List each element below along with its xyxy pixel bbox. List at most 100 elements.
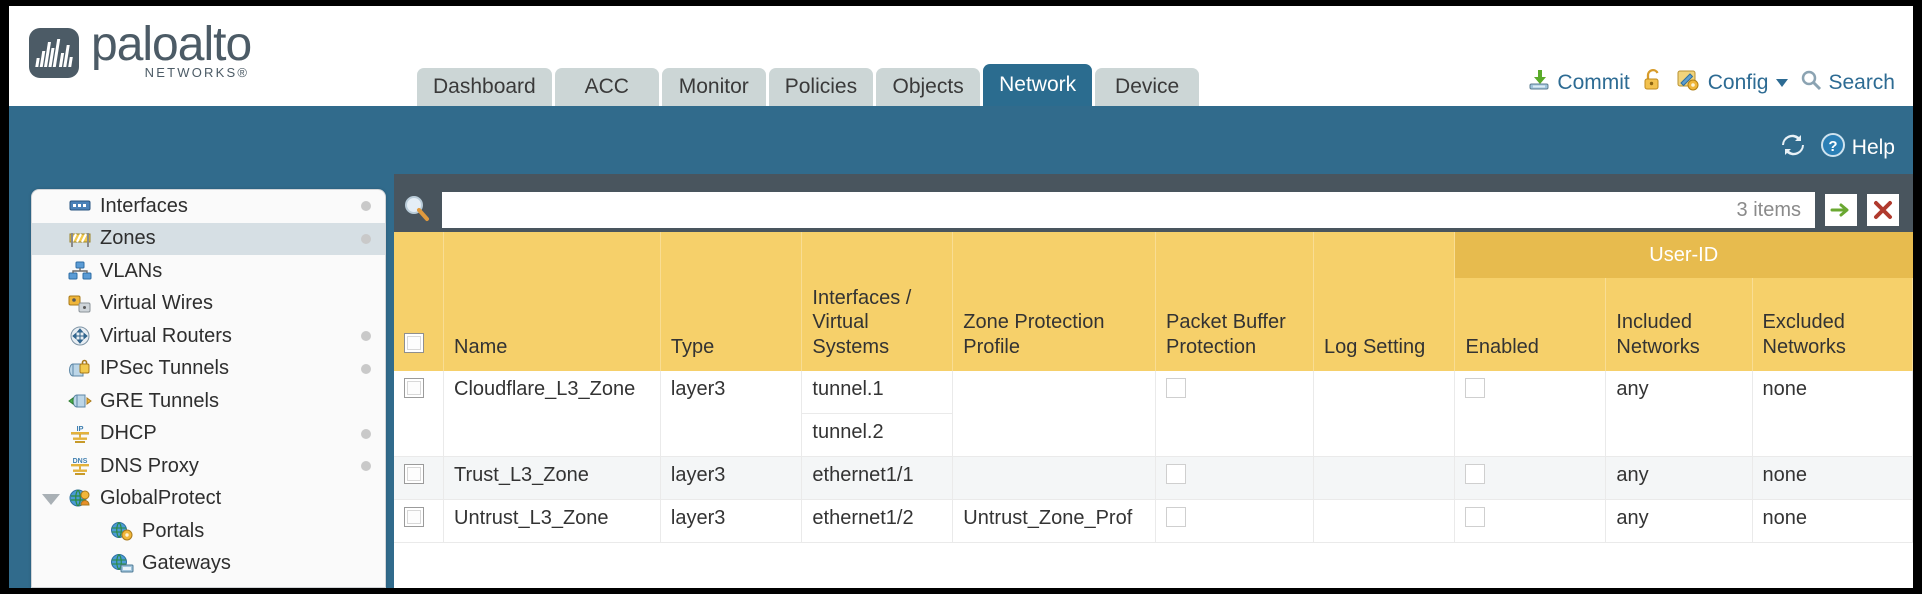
row-checkbox[interactable] [404,507,424,528]
sidebar-item-dhcp[interactable]: IP DHCP [32,418,385,451]
sidebar-item-portals[interactable]: Portals [32,515,385,548]
cell-name[interactable]: Cloudflare_L3_Zone [443,371,661,458]
cell-type: layer3 [660,371,803,458]
sidebar-item-virtual-routers[interactable]: Virtual Routers [32,320,385,353]
commit-button[interactable]: Commit [1527,68,1630,98]
sidebar-item-label: DNS Proxy [100,454,199,477]
group-spacer [801,232,954,278]
sidebar-item-dns-proxy[interactable]: DNS DNS Proxy [32,450,385,483]
network-sidebar[interactable]: Interfaces Zones VLANs Vir [31,189,386,588]
paloalto-logo-mark [29,28,79,78]
col-name[interactable]: Name [443,278,661,372]
sidebar-item-label: IPSec Tunnels [100,357,229,380]
globalprotect-icon [68,488,92,510]
col-type[interactable]: Type [660,278,803,372]
status-dot [361,201,371,212]
table-row[interactable]: Cloudflare_L3_Zone layer3 tunnel.1 any n… [394,371,1913,458]
group-spacer [394,232,444,278]
cell-userid-enabled[interactable] [1454,371,1607,458]
chevron-down-icon[interactable] [1776,79,1789,87]
row-checkbox[interactable] [404,464,424,485]
col-packet-buffer-protection[interactable]: Packet Buffer Protection [1155,278,1315,372]
svg-text:DNS: DNS [73,458,88,465]
svg-text:?: ? [1828,138,1837,155]
packet-buffer-checkbox[interactable] [1166,378,1187,399]
cell-interface: tunnel.1 [801,371,954,415]
col-excluded-networks[interactable]: Excluded Networks [1752,278,1913,372]
select-all-checkbox[interactable] [404,332,424,353]
tab-acc[interactable]: ACC [554,68,659,106]
row-select-cell[interactable] [394,456,444,501]
band-actions: ? Help [1780,132,1895,164]
cell-packet-buffer-protection[interactable] [1155,499,1315,544]
cell-excluded-networks: none [1752,499,1913,544]
sidebar-item-label: Virtual Routers [100,324,232,347]
brand-subtitle: NETWORKS® [144,65,250,80]
userid-enabled-checkbox[interactable] [1465,378,1486,399]
tab-dashboard[interactable]: Dashboard [417,68,552,106]
sidebar-item-ipsec-tunnels[interactable]: IPSec Tunnels [32,353,385,386]
col-log-setting[interactable]: Log Setting [1313,278,1456,372]
sidebar-item-globalprotect[interactable]: GlobalProtect [32,483,385,516]
help-button[interactable]: ? Help [1820,132,1895,164]
commit-icon [1527,68,1551,98]
tab-monitor[interactable]: Monitor [661,68,766,106]
packet-buffer-checkbox[interactable] [1166,464,1187,485]
sidebar-item-vlans[interactable]: VLANs [32,255,385,288]
sidebar-item-virtual-wires[interactable]: Virtual Wires [32,288,385,321]
sidebar-item-label: VLANs [100,259,163,282]
status-dot [361,428,371,439]
gre-tunnels-icon [68,390,92,412]
row-select-cell[interactable] [394,371,444,458]
sidebar-item-interfaces[interactable]: Interfaces [32,190,385,223]
select-all-header[interactable] [394,278,444,372]
cell-userid-enabled[interactable] [1454,499,1607,544]
tab-objects[interactable]: Objects [876,68,981,106]
app-frame: paloalto NETWORKS® Dashboard ACC Monitor… [9,6,1913,588]
table-header-row: Name Type Interfaces / Virtual Systems Z… [394,278,1913,372]
row-select-cell[interactable] [394,499,444,544]
tab-network[interactable]: Network [983,64,1093,106]
sidebar-item-label: Zones [100,227,156,250]
refresh-icon[interactable] [1780,133,1806,163]
expander-triangle-icon[interactable] [42,493,60,505]
sidebar-item-zones[interactable]: Zones [32,222,385,255]
row-checkbox[interactable] [404,378,424,399]
clear-filter-button[interactable] [1867,194,1899,226]
group-spacer [443,232,661,278]
tab-device[interactable]: Device [1095,68,1200,106]
col-included-networks[interactable]: Included Networks [1605,278,1753,372]
status-dot [361,331,371,342]
search-input[interactable] [442,192,1815,228]
cell-name[interactable]: Untrust_L3_Zone [443,499,661,544]
cell-packet-buffer-protection[interactable] [1155,371,1315,458]
cell-name[interactable]: Trust_L3_Zone [443,456,661,501]
col-userid-enabled[interactable]: Enabled [1454,278,1607,372]
userid-enabled-checkbox[interactable] [1465,464,1486,485]
sidebar-item-gre-tunnels[interactable]: GRE Tunnels [32,385,385,418]
tab-policies[interactable]: Policies [768,68,874,106]
sidebar-item-gateways[interactable]: Gateways [32,548,385,581]
lock-button[interactable] [1642,68,1664,98]
main-tabs[interactable]: Dashboard ACC Monitor Policies Objects N… [417,64,1202,106]
sidebar-item-label: DHCP [100,422,157,445]
zones-table-wrap: User-ID Name Type Interfaces / Virtual S… [394,232,1913,588]
packet-buffer-checkbox[interactable] [1166,507,1187,528]
search-filter-icon[interactable] [402,193,432,228]
config-button[interactable]: Config [1676,68,1789,98]
cell-userid-enabled[interactable] [1454,456,1607,501]
dns-proxy-icon: DNS [68,455,92,477]
ipsec-tunnels-icon [68,358,92,380]
userid-enabled-checkbox[interactable] [1465,507,1486,528]
group-header-userid: User-ID [1454,232,1913,278]
table-row[interactable]: Untrust_L3_Zone layer3 ethernet1/2 Untru… [394,499,1913,544]
col-interfaces[interactable]: Interfaces / Virtual Systems [801,278,954,372]
search-button[interactable]: Search [1800,69,1895,97]
table-row[interactable]: Trust_L3_Zone layer3 ethernet1/1 any non… [394,456,1913,501]
apply-filter-button[interactable] [1825,194,1857,226]
cell-packet-buffer-protection[interactable] [1155,456,1315,501]
table-row-continuation[interactable]: tunnel.2 [394,413,1913,458]
gateways-icon [110,553,134,575]
cell-log-setting [1313,499,1456,544]
col-zone-protection-profile[interactable]: Zone Protection Profile [952,278,1157,372]
